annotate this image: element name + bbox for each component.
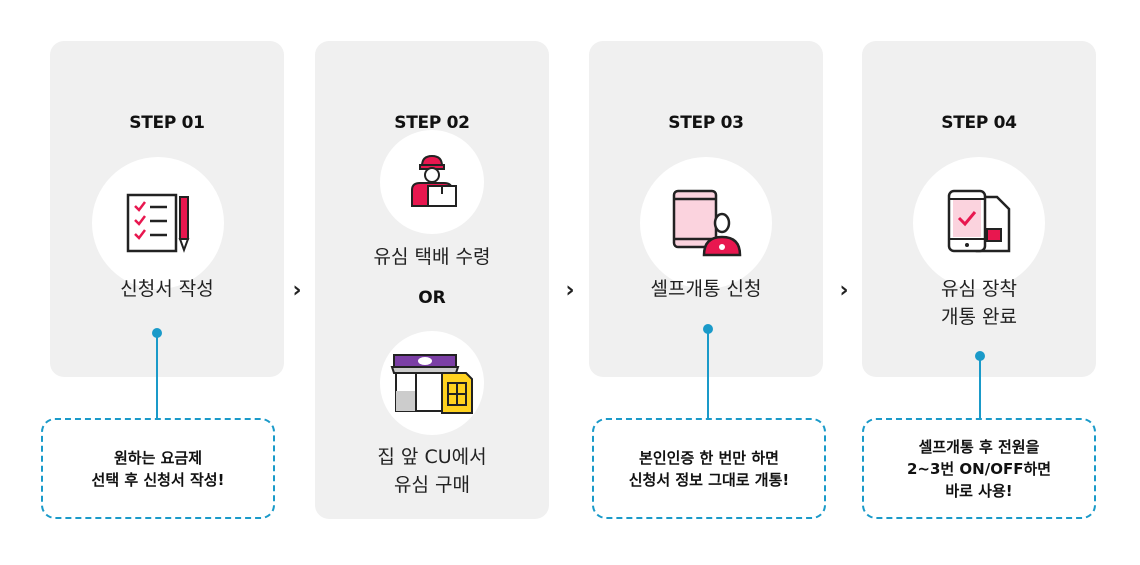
checklist-icon xyxy=(126,193,190,253)
step-03-icon-circle xyxy=(640,157,772,289)
step-02-icon-circle xyxy=(380,130,484,234)
arrow-3-icon: › xyxy=(839,278,849,303)
note-3: 셀프개통 후 전원을 2~3번 ON/OFF하면 바로 사용! xyxy=(862,418,1096,519)
step-04-title: STEP 04 xyxy=(941,113,1017,133)
step-03-title: STEP 03 xyxy=(668,113,744,133)
arrow-2-icon: › xyxy=(565,278,575,303)
note-2: 본인인증 한 번만 하면 신청서 정보 그대로 개통! xyxy=(592,418,826,519)
step-02-label2: 집 앞 CU에서 유심 구매 xyxy=(377,446,487,496)
step-04-card: STEP 04 유심 장착 개통 완료 xyxy=(862,41,1096,377)
note-3-line xyxy=(979,356,981,419)
delivery-person-icon xyxy=(411,154,457,207)
step-04-icon-circle xyxy=(913,157,1045,289)
note-1-text: 원하는 요금제 선택 후 신청서 작성! xyxy=(91,448,225,489)
note-2-line xyxy=(707,329,709,419)
step-02-card: STEP 02 유심 택배 수령 OR 집 앞 CU에서 유심 구매 xyxy=(315,41,549,519)
tablet-user-icon xyxy=(672,189,742,257)
note-3-text: 셀프개통 후 전원을 2~3번 ON/OFF하면 바로 사용! xyxy=(906,437,1052,500)
step-01-label: 신청서 작성 xyxy=(120,278,214,300)
note-1-line xyxy=(156,333,158,419)
step-04-label: 유심 장착 개통 완료 xyxy=(941,278,1017,328)
step-01-card: STEP 01 신청서 작성 xyxy=(50,41,284,377)
phone-sim-icon xyxy=(947,189,1011,253)
step-02-title: STEP 02 xyxy=(394,113,470,133)
step-02-label: 유심 택배 수령 xyxy=(373,246,491,268)
step-01-icon-circle xyxy=(92,157,224,289)
cu-store-sim-icon xyxy=(390,354,473,414)
note-2-text: 본인인증 한 번만 하면 신청서 정보 그대로 개통! xyxy=(628,448,790,489)
step-03-label: 셀프개통 신청 xyxy=(650,278,762,300)
step-03-card: STEP 03 셀프개통 신청 xyxy=(589,41,823,377)
arrow-1-icon: › xyxy=(292,278,302,303)
step-02-icon2-circle xyxy=(380,331,484,435)
step-02-or: OR xyxy=(418,288,446,308)
step-01-title: STEP 01 xyxy=(129,113,205,133)
note-1: 원하는 요금제 선택 후 신청서 작성! xyxy=(41,418,275,519)
